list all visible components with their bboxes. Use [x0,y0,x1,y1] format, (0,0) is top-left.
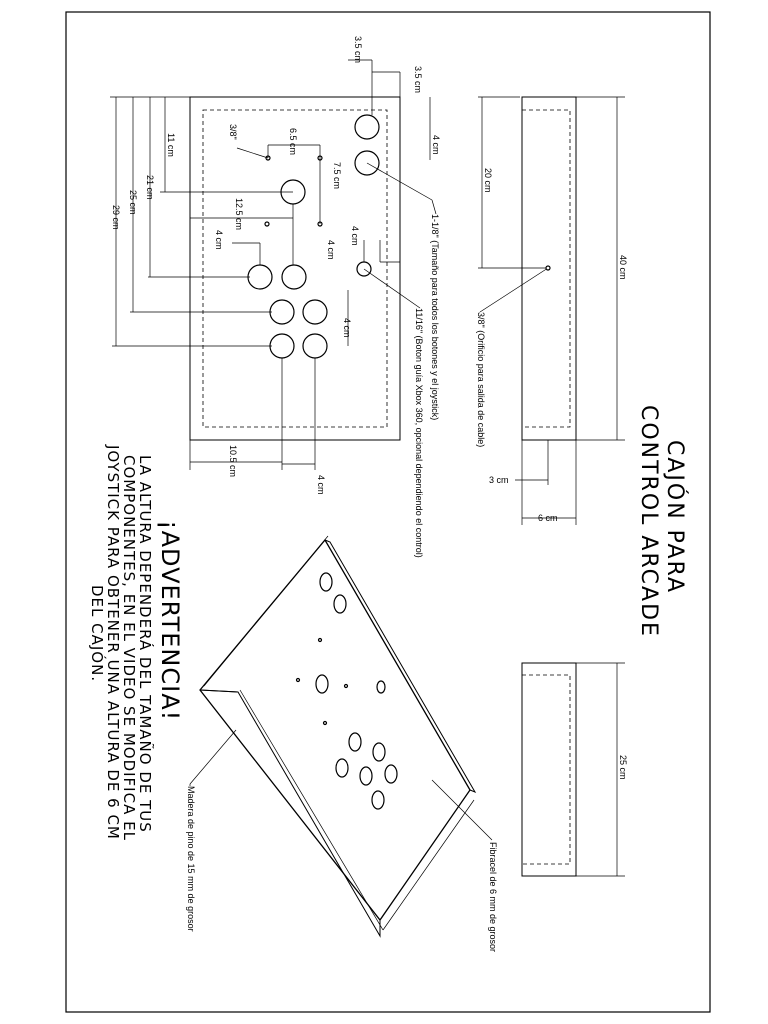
dim-4-f: 4 cm [316,475,326,495]
dim-4-e: 4 cm [342,318,352,338]
dim-7-5: 7.5 cm [332,162,342,189]
warning-line-2: COMPONENTES, EN EL VIDEO SE MODIFICA EL [120,455,138,841]
dim-3: 3 cm [489,475,509,485]
dim-3-5-a: 3.5 cm [353,36,363,63]
top-view [110,59,437,470]
top-view-inner-dashed [202,109,388,428]
dim-3-8: 3/8" [228,124,238,140]
title-line-2: CONTROL ARCADE [636,405,661,638]
warning-line-4: DEL CAJÓN. [88,585,107,682]
callout-button-size: 1-1/8" (Tamaño para todos los botones y … [430,214,440,420]
dim-10-5: 10.5 cm [228,445,238,477]
dim-11: 11 cm [166,133,176,157]
dim-4-a: 4 cm [431,135,441,155]
dim-20: 20 cm [483,168,493,193]
warning-block: ¡ADVERTENCIA! LA ALTURA DEPENDERÁ DEL TA… [88,444,184,841]
button-hole-4 [302,299,328,325]
title-line-1: CAJÓN PARA [662,440,688,594]
callout-cable-hole: 3/8" (Orificio para salida de cable) [476,312,486,447]
dim-12-5: 12.5 cm [234,198,244,230]
isometric-box: Madera de pino de 15 mm de grosor Fibrac… [186,535,498,952]
small-hole-3 [264,221,270,227]
button-hole-1 [247,264,273,290]
top-view-labels: 3.5 cm 3.5 cm 4 cm 3/8" 6.5 cm 7.5 cm 11… [111,36,441,558]
button-hole-6 [302,333,328,359]
top-view-outline [189,96,401,441]
warning-line-3: JOYSTICK PARA OBTENER UNA ALTURA DE 6 CM [104,444,122,840]
dim-40: 40 cm [618,255,628,280]
side-long-outline [521,96,577,441]
material-pine: Madera de pino de 15 mm de grosor [186,786,196,932]
dim-21: 21 cm [145,175,155,200]
dim-4-d: 4 cm [326,240,336,260]
button-hole-2 [281,264,307,290]
side-view-long: 20 cm 40 cm 3 cm 6 cm 3/8" (Orificio par… [476,96,628,525]
dim-3-5-b: 3.5 cm [413,66,423,93]
warning-heading: ¡ADVERTENCIA! [156,520,184,721]
dim-4-b: 4 cm [214,230,224,250]
dim-25-side: 25 cm [618,755,628,780]
dim-6: 6 cm [538,513,558,523]
side-long-inner-dashed [521,109,571,428]
side-view-short: 25 cm [521,662,628,877]
sheet-border [65,11,711,1013]
dim-4-c: 4 cm [350,226,360,246]
dim-25: 25 cm [128,190,138,215]
title-block: CAJÓN PARA CONTROL ARCADE [636,405,688,638]
dim-29: 29 cm [111,205,121,230]
side-short-outline [521,662,577,877]
callout-guide-button: 11/16" (Boton guía Xbox 360, opcional de… [414,308,424,558]
side-short-inner-dashed [521,674,571,865]
button-hole-3 [269,299,295,325]
joystick-hole [354,114,380,140]
button-hole-5 [269,333,295,359]
warning-line-1: LA ALTURA DEPENDERÁ DEL TAMAÑO DE TUS [136,455,155,833]
material-fibracel: Fibracel de 6 mm de grosor [488,842,498,952]
dim-6-5: 6.5 cm [288,128,298,155]
